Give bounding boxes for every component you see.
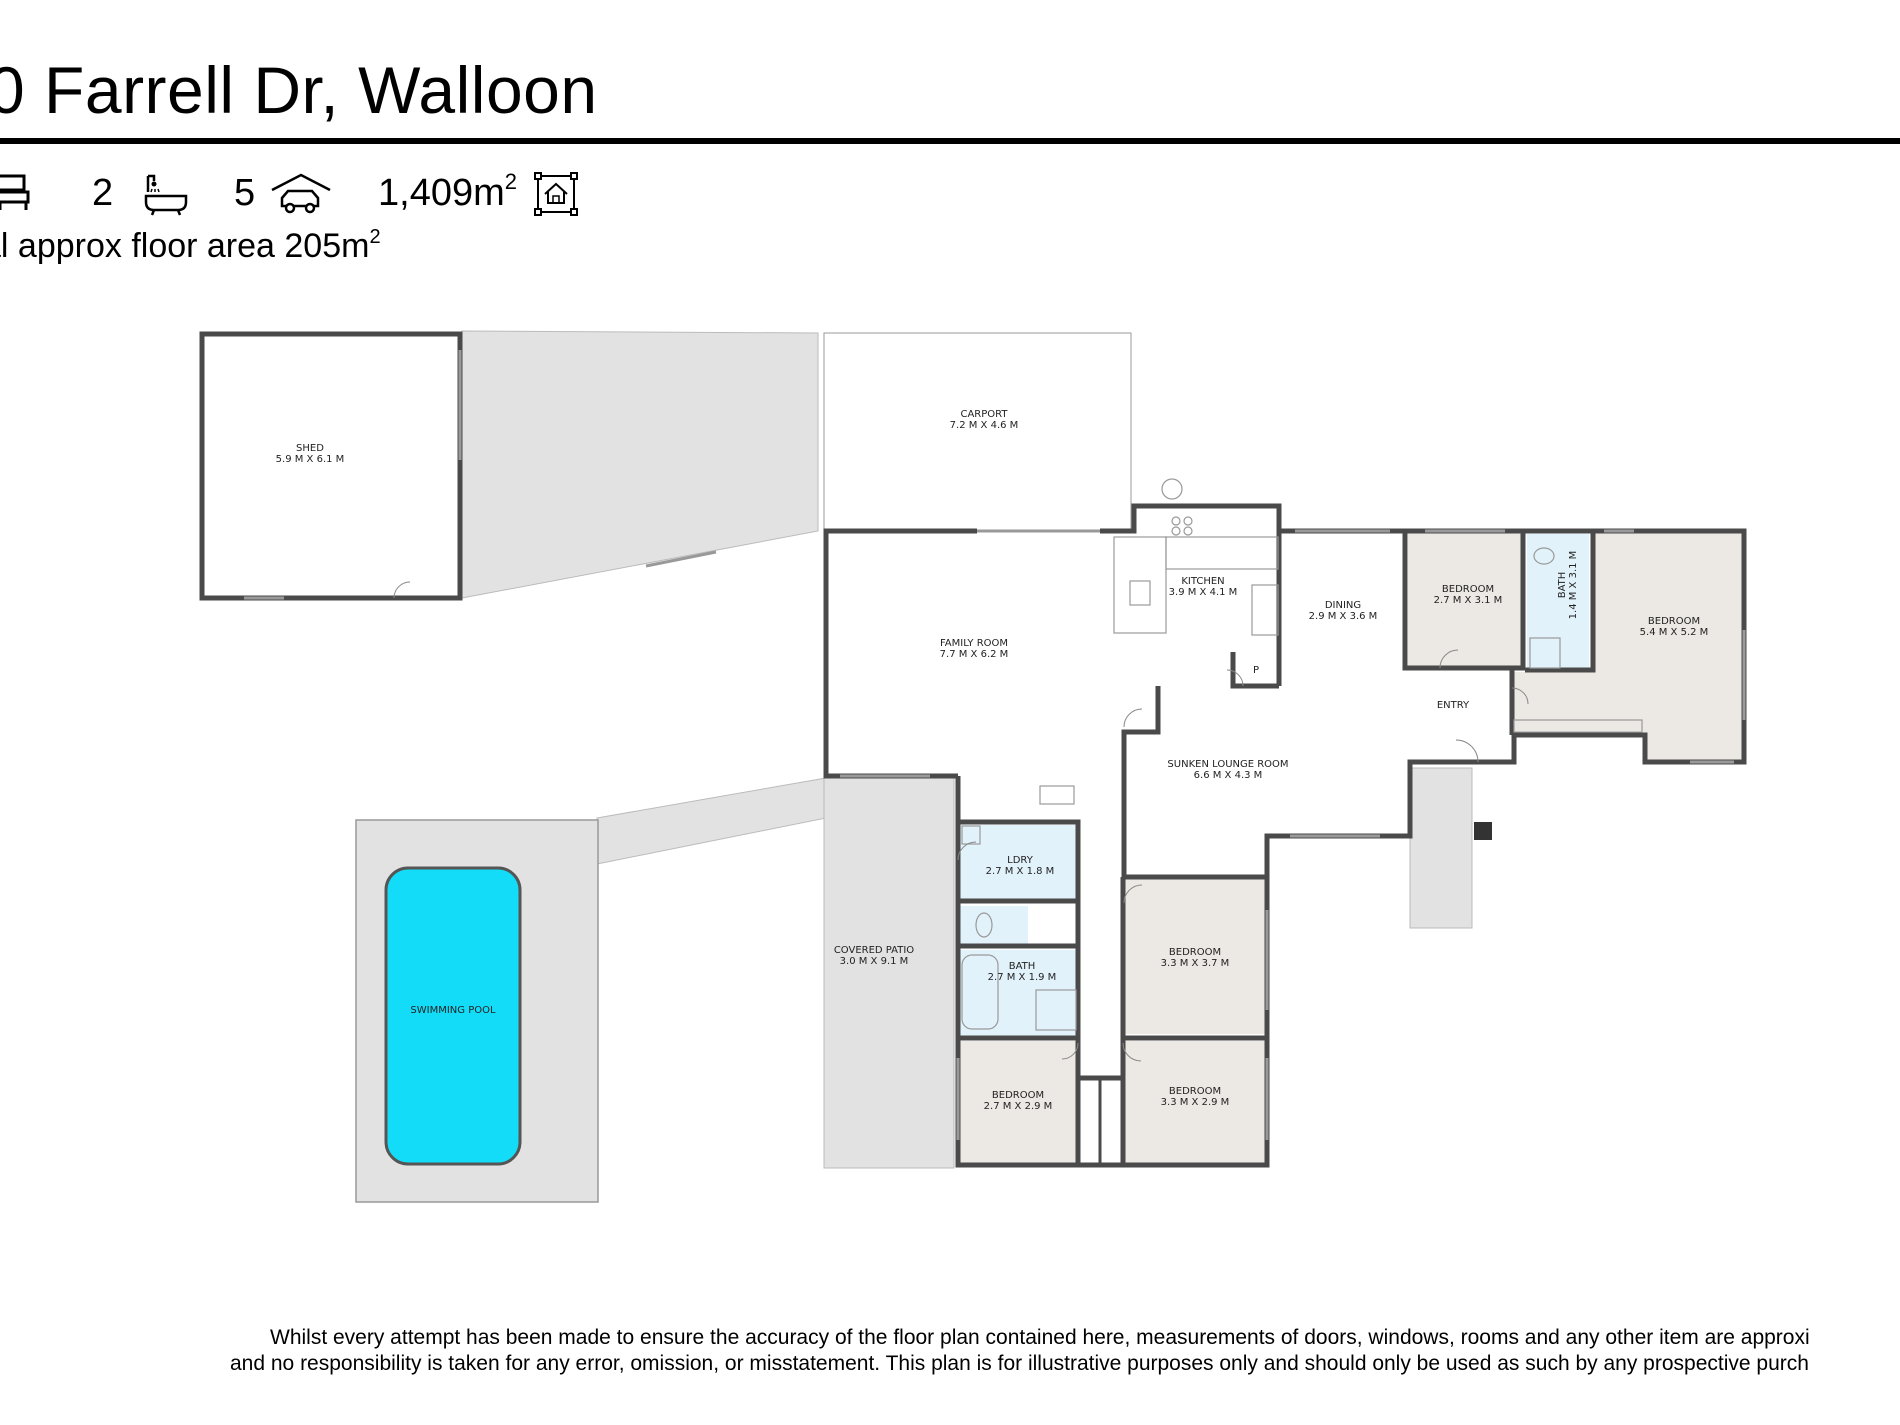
listing-address: 0 Farrell Dr, Walloon [0, 53, 598, 127]
swimming-pool-shape [384, 866, 522, 1166]
bedroom-4-fill [958, 1041, 1078, 1163]
door-swings [393, 581, 1529, 1062]
kitchen-walls [1100, 503, 1295, 534]
land-area-unit: 2 [504, 169, 517, 194]
wardrobe [1513, 719, 1643, 733]
hot-water-system [1161, 478, 1183, 500]
door-swing [1123, 884, 1143, 904]
bath-count: 2 [92, 172, 114, 214]
room-label-bath-1: BATH1.4 M X 3.1 M [1557, 551, 1579, 620]
door-swing [957, 841, 977, 861]
door-swing [1439, 649, 1459, 669]
room-fills [958, 532, 1744, 1163]
front-ramp [1409, 767, 1473, 929]
bedroom-5-fill [1123, 1041, 1267, 1163]
property-stats: 2 5 1,409m2 [0, 168, 700, 218]
bath-1-fill [1527, 534, 1589, 670]
floor-area-text: al approx floor area 205m [0, 227, 370, 265]
bath-1-walls [1525, 531, 1596, 673]
bedroom-3-fill [1123, 877, 1267, 1034]
door-swing [1511, 687, 1529, 705]
cooktop-burner [1183, 526, 1193, 536]
laundry-fill [958, 825, 1078, 901]
room-label-entry: ENTRY [1437, 700, 1470, 711]
car-icon [270, 172, 332, 221]
cooktop-burner [1171, 516, 1181, 526]
room-label-pantry: P [1253, 665, 1259, 676]
bath-icon [144, 172, 188, 221]
floor-area-unit: 2 [369, 226, 381, 248]
shower [1035, 989, 1077, 1031]
land-area-number: 1,409m [378, 172, 505, 214]
disclaimer-line-1: Whilst every attempt has been made to en… [270, 1326, 1810, 1349]
covered-patio-area [823, 777, 955, 1169]
door-swing [1226, 669, 1244, 687]
room-label-pool: SWIMMING POOL [410, 1005, 496, 1016]
wc-fill [958, 906, 1028, 946]
kitchen-bench [1113, 536, 1167, 634]
carport-area [823, 332, 1132, 532]
post-marker [1474, 822, 1492, 840]
toilet [1533, 547, 1555, 565]
laundry-tub [961, 825, 981, 845]
window [645, 550, 717, 568]
cooktop-burner [1183, 516, 1193, 526]
laundry-walls [958, 819, 1081, 904]
bedroom-3-5-walls [1120, 874, 1270, 1168]
title-divider [0, 138, 1900, 144]
shower [1529, 637, 1561, 669]
bedroom-2-fill [1512, 532, 1744, 762]
cooktop-burner [1171, 526, 1181, 536]
pantry-walls [1230, 652, 1279, 689]
door-swing [1122, 1042, 1142, 1062]
laundry-cupboard [1039, 785, 1075, 805]
land-area-icon [534, 172, 578, 221]
driveway [461, 330, 819, 599]
fixtures [961, 478, 1643, 1031]
door-swing [393, 581, 411, 599]
bath-2-fill [958, 950, 1078, 1036]
bed-icon [0, 172, 32, 217]
door-swing [1123, 708, 1143, 728]
lounge-west-wall [1121, 686, 1161, 877]
kitchen-island [1165, 536, 1279, 570]
door-swing [1455, 739, 1479, 763]
bedroom-1-walls [1402, 531, 1526, 671]
windows [244, 350, 1746, 1140]
bathtub [961, 954, 999, 1030]
land-area-value: 1,409m2 [378, 168, 517, 218]
door-swing [1061, 1042, 1079, 1060]
toilet [975, 912, 993, 938]
shed-walls [199, 331, 463, 601]
fridge [1251, 584, 1279, 636]
outdoor-areas [355, 330, 1492, 1203]
car-count: 5 [234, 172, 256, 214]
bedroom-1-fill [1408, 532, 1523, 668]
disclaimer-line-2: and no responsibility is taken for any e… [230, 1352, 1809, 1375]
pool-path [596, 777, 827, 865]
kitchen-sink [1129, 580, 1151, 606]
total-floor-area: al approx floor area 205m2 [0, 224, 381, 268]
